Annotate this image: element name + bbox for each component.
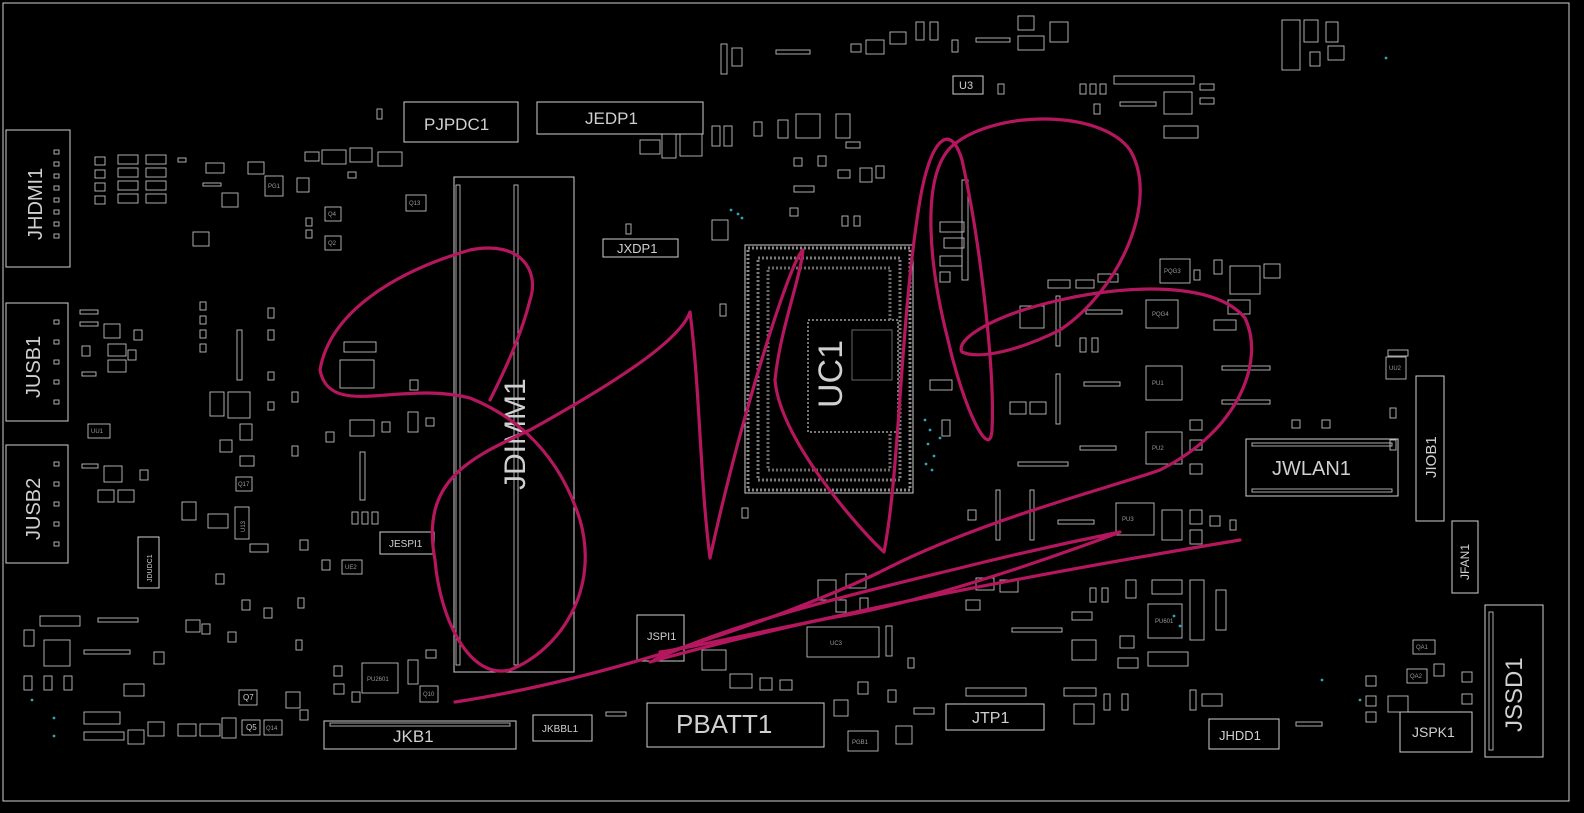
jdudc1-label: JDUDC1 [147,554,154,582]
jusb2-connector[interactable]: JUSB2 [5,444,69,564]
svg-text:PU3: PU3 [1122,517,1134,523]
svg-text:Q5: Q5 [246,723,257,732]
jtp1-label: JTP1 [972,710,1009,727]
svg-text:QA1: QA1 [1416,645,1429,651]
via-dots [30,56,1388,738]
svg-text:QA2: QA2 [1410,674,1423,680]
q14-transistor[interactable]: Q14 [263,719,283,736]
uc1-cpu-bga[interactable]: UC1 [744,244,914,494]
jkbbl1-connector[interactable]: JKBBL1 [532,714,593,742]
passive-footprints [23,15,1473,745]
svg-text:Q10: Q10 [423,692,435,698]
jhdmi1-connector[interactable]: JHDMI1 [5,129,71,268]
pu1-regulator[interactable]: PU1 [1145,365,1183,401]
jwlan1-label: JWLAN1 [1272,458,1351,480]
uu1-chip[interactable]: UU1 [87,423,111,439]
pg1-pad[interactable]: PG1 [264,175,284,197]
jkb1-label: JKB1 [393,727,434,746]
u13-chip[interactable]: U13 [234,506,250,540]
svg-text:PG1: PG1 [268,184,281,190]
uc3-chip[interactable]: UC3 [806,626,880,658]
q2-transistor[interactable]: Q2 [324,235,342,251]
q10-transistor[interactable]: Q10 [419,685,439,703]
svg-text:Q13: Q13 [409,201,421,207]
q17-transistor[interactable]: Q17 [235,476,253,492]
jhdmi1-label: JHDMI1 [25,168,47,240]
uc1-label: UC1 [812,340,850,408]
jusb1-label: JUSB1 [23,336,45,398]
jhdd1-label: JHDD1 [1219,728,1261,743]
svg-text:PU2: PU2 [1152,446,1164,452]
pbatt1-connector[interactable]: PBATT1 [646,702,825,748]
svg-text:Q14: Q14 [266,726,278,732]
jfan1-connector[interactable]: JFAN1 [1451,520,1479,594]
signature-ink [318,117,1254,704]
u3-chip[interactable]: U3 [952,75,984,95]
jedp1-connector[interactable]: JEDP1 [536,101,704,135]
small-labeled-components: Q4 Q2 Q13 Q17 Q7 Q5 Q10 Q14 PQG3 PQG4 PU… [87,175,1436,752]
svg-text:UU1: UU1 [91,429,104,435]
pu3-regulator[interactable]: PU3 [1115,502,1155,536]
pbatt1-label: PBATT1 [676,709,772,739]
jwlan1-connector[interactable]: JWLAN1 [1245,438,1399,497]
jiob1-connector[interactable]: JIOB1 [1415,375,1445,522]
svg-text:PU601: PU601 [1155,619,1174,625]
pgb1-pad[interactable]: PGB1 [847,730,879,752]
jedp1-label: JEDP1 [585,109,638,128]
jxdp1-label: JXDP1 [617,241,657,256]
svg-text:UU2: UU2 [1389,366,1402,372]
pqg3-mosfet[interactable]: PQG3 [1159,258,1191,284]
pqg4-mosfet[interactable]: PQG4 [1145,299,1179,329]
svg-text:PQG3: PQG3 [1164,269,1181,275]
pjpdc1-label: PJPDC1 [424,115,489,134]
jkb1-connector[interactable]: JKB1 [323,720,517,750]
jspk1-connector[interactable]: JSPK1 [1399,711,1473,753]
jhdd1-connector[interactable]: JHDD1 [1208,718,1280,750]
svg-text:Q17: Q17 [238,482,250,488]
svg-text:PU1: PU1 [1152,381,1164,387]
qa1-transistor[interactable]: QA1 [1412,639,1436,655]
jxdp1-connector[interactable]: JXDP1 [602,238,679,258]
jusb1-connector[interactable]: JUSB1 [5,302,69,422]
pu601-regulator[interactable]: PU601 [1147,603,1183,639]
svg-text:PU2601: PU2601 [367,677,389,683]
pu2-regulator[interactable]: PU2 [1145,431,1183,465]
svg-text:PGB1: PGB1 [852,740,869,746]
svg-text:Q4: Q4 [328,212,337,218]
ue2-chip[interactable]: UE2 [341,559,363,575]
svg-text:Q2: Q2 [328,241,337,247]
jssd1-connector[interactable]: JSSD1 [1484,604,1544,758]
svg-text:U13: U13 [241,520,247,532]
jkbbl1-label: JKBBL1 [542,724,579,735]
jiob1-label: JIOB1 [1423,436,1440,478]
q5-transistor[interactable]: Q5 [241,719,261,736]
u3-label: U3 [959,80,973,92]
board-outline [2,2,1570,802]
q4-transistor[interactable]: Q4 [324,206,342,222]
jespi1-connector[interactable]: JESPI1 [379,531,435,555]
qa2-transistor[interactable]: QA2 [1406,668,1428,684]
jspi1-connector[interactable]: JSPI1 [636,614,685,662]
svg-text:Q7: Q7 [243,693,254,702]
jspk1-label: JSPK1 [1412,724,1455,740]
jusb2-label: JUSB2 [23,478,45,540]
svg-text:PQG4: PQG4 [1152,312,1169,318]
pjpdc1-connector[interactable]: PJPDC1 [403,101,519,143]
jssd1-label: JSSD1 [1501,657,1528,732]
jtp1-connector[interactable]: JTP1 [945,687,1045,731]
svg-text:UC3: UC3 [830,641,843,647]
q7-transistor[interactable]: Q7 [238,689,258,706]
svg-text:UE2: UE2 [345,565,357,571]
pu2601-regulator[interactable]: PU2601 [361,662,399,694]
jspi1-label: JSPI1 [647,631,676,643]
jdudc1-connector[interactable]: JDUDC1 [137,536,160,589]
q13-transistor[interactable]: Q13 [405,194,427,212]
uu2-chip[interactable]: UU2 [1385,356,1407,380]
jespi1-label: JESPI1 [389,539,423,550]
jfan1-label: JFAN1 [1458,544,1472,580]
